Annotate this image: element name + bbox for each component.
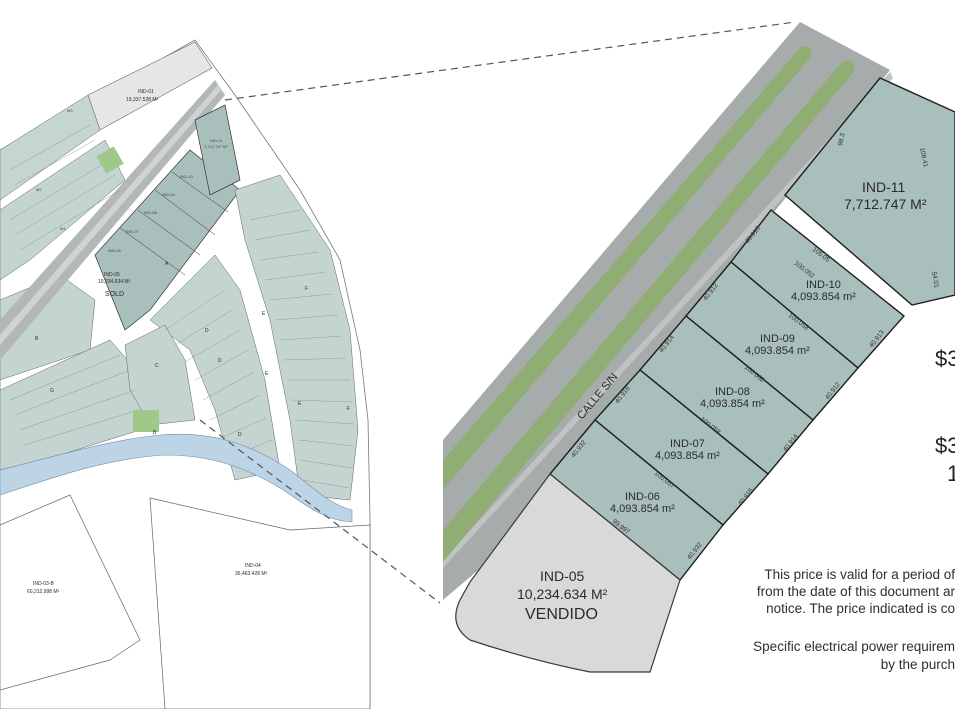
block-letter-e2: E xyxy=(298,401,302,407)
block-letter-e3: E xyxy=(265,371,269,377)
detail-ind06-id: IND-06 xyxy=(625,491,660,503)
detail-map: CALLE S/N IND-11 7,712.747 M² IND-10 4,0… xyxy=(443,22,955,673)
block-letter-b: B xyxy=(35,336,39,342)
overview-ind05-id: IND-05 xyxy=(104,272,120,278)
overview-canal xyxy=(0,433,353,523)
note-validity-line-2: from the date of this document ar xyxy=(756,584,955,599)
street-code-m1: M1 xyxy=(60,226,66,231)
overview-lot-ind03b[interactable] xyxy=(0,494,141,691)
block-letter-d3: D xyxy=(218,358,222,364)
overview-ind05-status: SOLD xyxy=(105,291,124,298)
detail-median-1 xyxy=(443,45,812,490)
overview-lot-ind11[interactable] xyxy=(194,104,241,196)
overview-lot-ind04[interactable] xyxy=(149,497,371,709)
price-2-sub: 1 xyxy=(947,461,955,486)
note-validity-line-3: notice. The price indicated is co xyxy=(766,601,955,616)
overview-ind05-area: 10,234.634 M² xyxy=(98,279,131,285)
street-code-m2: M2 xyxy=(36,187,42,192)
block-letter-a: A xyxy=(165,261,169,267)
block-letter-d2: D xyxy=(238,432,242,438)
overview-ind11-id: IND-11 xyxy=(210,138,223,143)
detail-ind05-status: VENDIDO xyxy=(525,606,598,623)
dim-ind11-back: 54.01 xyxy=(930,271,940,289)
detail-ind10-id: IND-10 xyxy=(806,279,841,291)
block-letter-e: E xyxy=(262,311,266,317)
overview-ind08-id: IND-08 xyxy=(144,210,157,215)
detail-road xyxy=(443,22,890,600)
price-2: $3 xyxy=(935,433,955,458)
detail-ind08-id: IND-08 xyxy=(715,386,750,398)
block-letter-c: C xyxy=(155,363,159,369)
detail-ind09-area: 4,093.854 m² xyxy=(745,345,810,357)
block-letter-f: F xyxy=(305,286,308,292)
note-power-line-1: Specific electrical power requirem xyxy=(753,639,955,654)
overview-ind07-id: IND-07 xyxy=(126,229,139,234)
overview-residential-east xyxy=(234,174,359,501)
detail-ind11-area: 7,712.747 M² xyxy=(844,196,927,212)
detail-ind08-area: 4,093.854 m² xyxy=(700,398,765,410)
block-letter-d: D xyxy=(205,328,209,334)
overview-ind04-id: IND-04 xyxy=(245,563,261,569)
zoom-connector-bottom xyxy=(199,419,441,604)
note-validity-line-1: This price is valid for a period of xyxy=(764,567,955,582)
detail-ind10-area: 4,093.854 m² xyxy=(791,291,856,303)
overview-ind01-area: 19,337.528 M² xyxy=(126,97,159,103)
block-letter-f2: F xyxy=(347,406,350,412)
block-letter-b2: B xyxy=(153,430,157,436)
dim-ind11-top: 108.41 xyxy=(918,147,929,168)
overview-ind11-area: 7,712.747 M² xyxy=(204,144,228,149)
overview-ind03b-id: IND-03-B xyxy=(33,581,55,587)
detail-ind05-area: 10,234.634 M² xyxy=(517,586,608,602)
overview-industrial-block[interactable] xyxy=(94,149,241,331)
overview-highway-median xyxy=(0,85,221,345)
overview-ind03b-area: 60,212.998 M² xyxy=(27,589,60,595)
overview-ind06-id: IND-06 xyxy=(108,248,121,253)
detail-lot-ind05[interactable] xyxy=(455,473,681,673)
note-power-line-2: by the purch xyxy=(880,657,955,672)
price-1: $3 xyxy=(935,346,955,371)
detail-road-edge xyxy=(443,72,893,568)
overview-residential-center xyxy=(124,324,196,426)
detail-ind07-area: 4,093.854 m² xyxy=(655,450,720,462)
overview-street-codes: M3 M2 M1 xyxy=(36,108,73,231)
detail-ind06-area: 4,093.854 m² xyxy=(610,503,675,515)
overview-residential-west-2 xyxy=(0,139,126,281)
detail-ind09-id: IND-09 xyxy=(760,333,795,345)
detail-median-2 xyxy=(443,60,855,562)
overview-ind09-id: IND-09 xyxy=(162,192,175,197)
street-code-m3: M3 xyxy=(67,108,73,113)
overview-ind10-id: IND-10 xyxy=(180,174,193,179)
overview-map: IND-01 19,337.528 M² IND-11 7,712.747 M²… xyxy=(0,39,371,709)
overview-park-2 xyxy=(133,410,159,432)
detail-ind05-id: IND-05 xyxy=(540,568,585,584)
detail-lot-ind11[interactable] xyxy=(784,77,955,306)
detail-ind07-id: IND-07 xyxy=(670,438,705,450)
overview-block-letters: A B C D E F G B D E F E D xyxy=(35,261,350,438)
detail-ind11-id: IND-11 xyxy=(862,179,906,195)
overview-ind04-area: 36,463.428 M² xyxy=(235,571,268,577)
overview-ind01-id: IND-01 xyxy=(138,89,154,95)
dim-ind11-side: 98.3 xyxy=(837,132,847,146)
block-letter-g: G xyxy=(50,388,54,394)
overview-park-1 xyxy=(96,146,124,174)
zoom-connector-top xyxy=(224,21,796,101)
